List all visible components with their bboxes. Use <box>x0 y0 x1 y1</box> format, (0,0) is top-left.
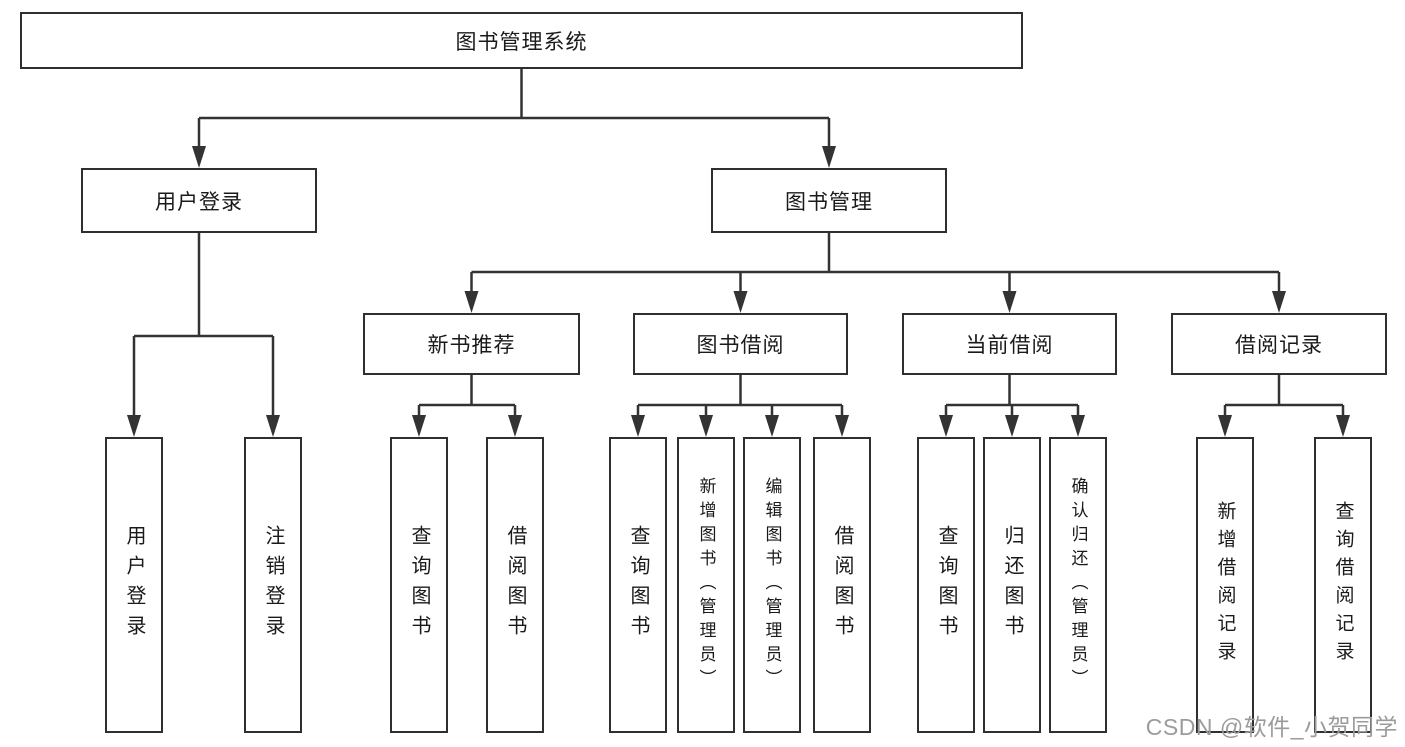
leaf-add-book-admin: 新增图书（管理员） <box>677 437 735 733</box>
node-user-login: 用户登录 <box>81 168 317 233</box>
leaf-query-book: 查询图书 <box>917 437 975 733</box>
node-label: 图书借阅 <box>696 334 785 357</box>
node-borrow-records: 借阅记录 <box>1171 313 1387 375</box>
node-current-borrow: 当前借阅 <box>902 313 1117 375</box>
leaf-edit-book-admin: 编辑图书（管理员） <box>743 437 801 733</box>
node-new-book-recommend: 新书推荐 <box>363 313 580 375</box>
csdn-watermark: CSDN @软件_小贺同学 <box>1145 714 1398 740</box>
node-label: 图书管理 <box>785 190 873 214</box>
node-label: 用户登录 <box>155 190 243 214</box>
node-label: 归还图书 <box>1001 525 1023 645</box>
leaf-borrow-book: 借阅图书 <box>813 437 871 733</box>
node-label: 新书推荐 <box>427 334 516 357</box>
leaf-query-borrow-record: 查询借阅记录 <box>1314 437 1372 733</box>
leaf-borrow-book: 借阅图书 <box>486 437 544 733</box>
node-book-borrow: 图书借阅 <box>633 313 848 375</box>
node-label: 新增图书（管理员） <box>696 477 716 693</box>
node-library-system: 图书管理系统 <box>20 12 1023 69</box>
node-label: 查询图书 <box>627 525 649 645</box>
leaf-confirm-return-admin: 确认归还（管理员） <box>1049 437 1107 733</box>
leaf-return-book: 归还图书 <box>983 437 1041 733</box>
leaf-add-borrow-record: 新增借阅记录 <box>1196 437 1254 733</box>
node-book-management: 图书管理 <box>711 168 947 233</box>
node-label: 查询图书 <box>935 525 957 645</box>
node-label: 编辑图书（管理员） <box>762 477 782 693</box>
leaf-user-login: 用户登录 <box>105 437 163 733</box>
node-label: 用户登录 <box>123 525 145 645</box>
node-label: 确认归还（管理员） <box>1068 477 1088 693</box>
node-label: 图书管理系统 <box>455 30 588 54</box>
leaf-query-book: 查询图书 <box>390 437 448 733</box>
node-label: 新增借阅记录 <box>1214 501 1236 669</box>
leaf-query-book: 查询图书 <box>609 437 667 733</box>
node-label: 当前借阅 <box>965 334 1054 357</box>
node-label: 查询图书 <box>408 525 430 645</box>
node-label: 借阅图书 <box>504 525 526 645</box>
node-label: 借阅记录 <box>1235 334 1323 357</box>
node-label: 查询借阅记录 <box>1332 501 1354 669</box>
node-label: 借阅图书 <box>831 525 853 645</box>
node-label: 注销登录 <box>262 525 284 645</box>
leaf-logout: 注销登录 <box>244 437 302 733</box>
